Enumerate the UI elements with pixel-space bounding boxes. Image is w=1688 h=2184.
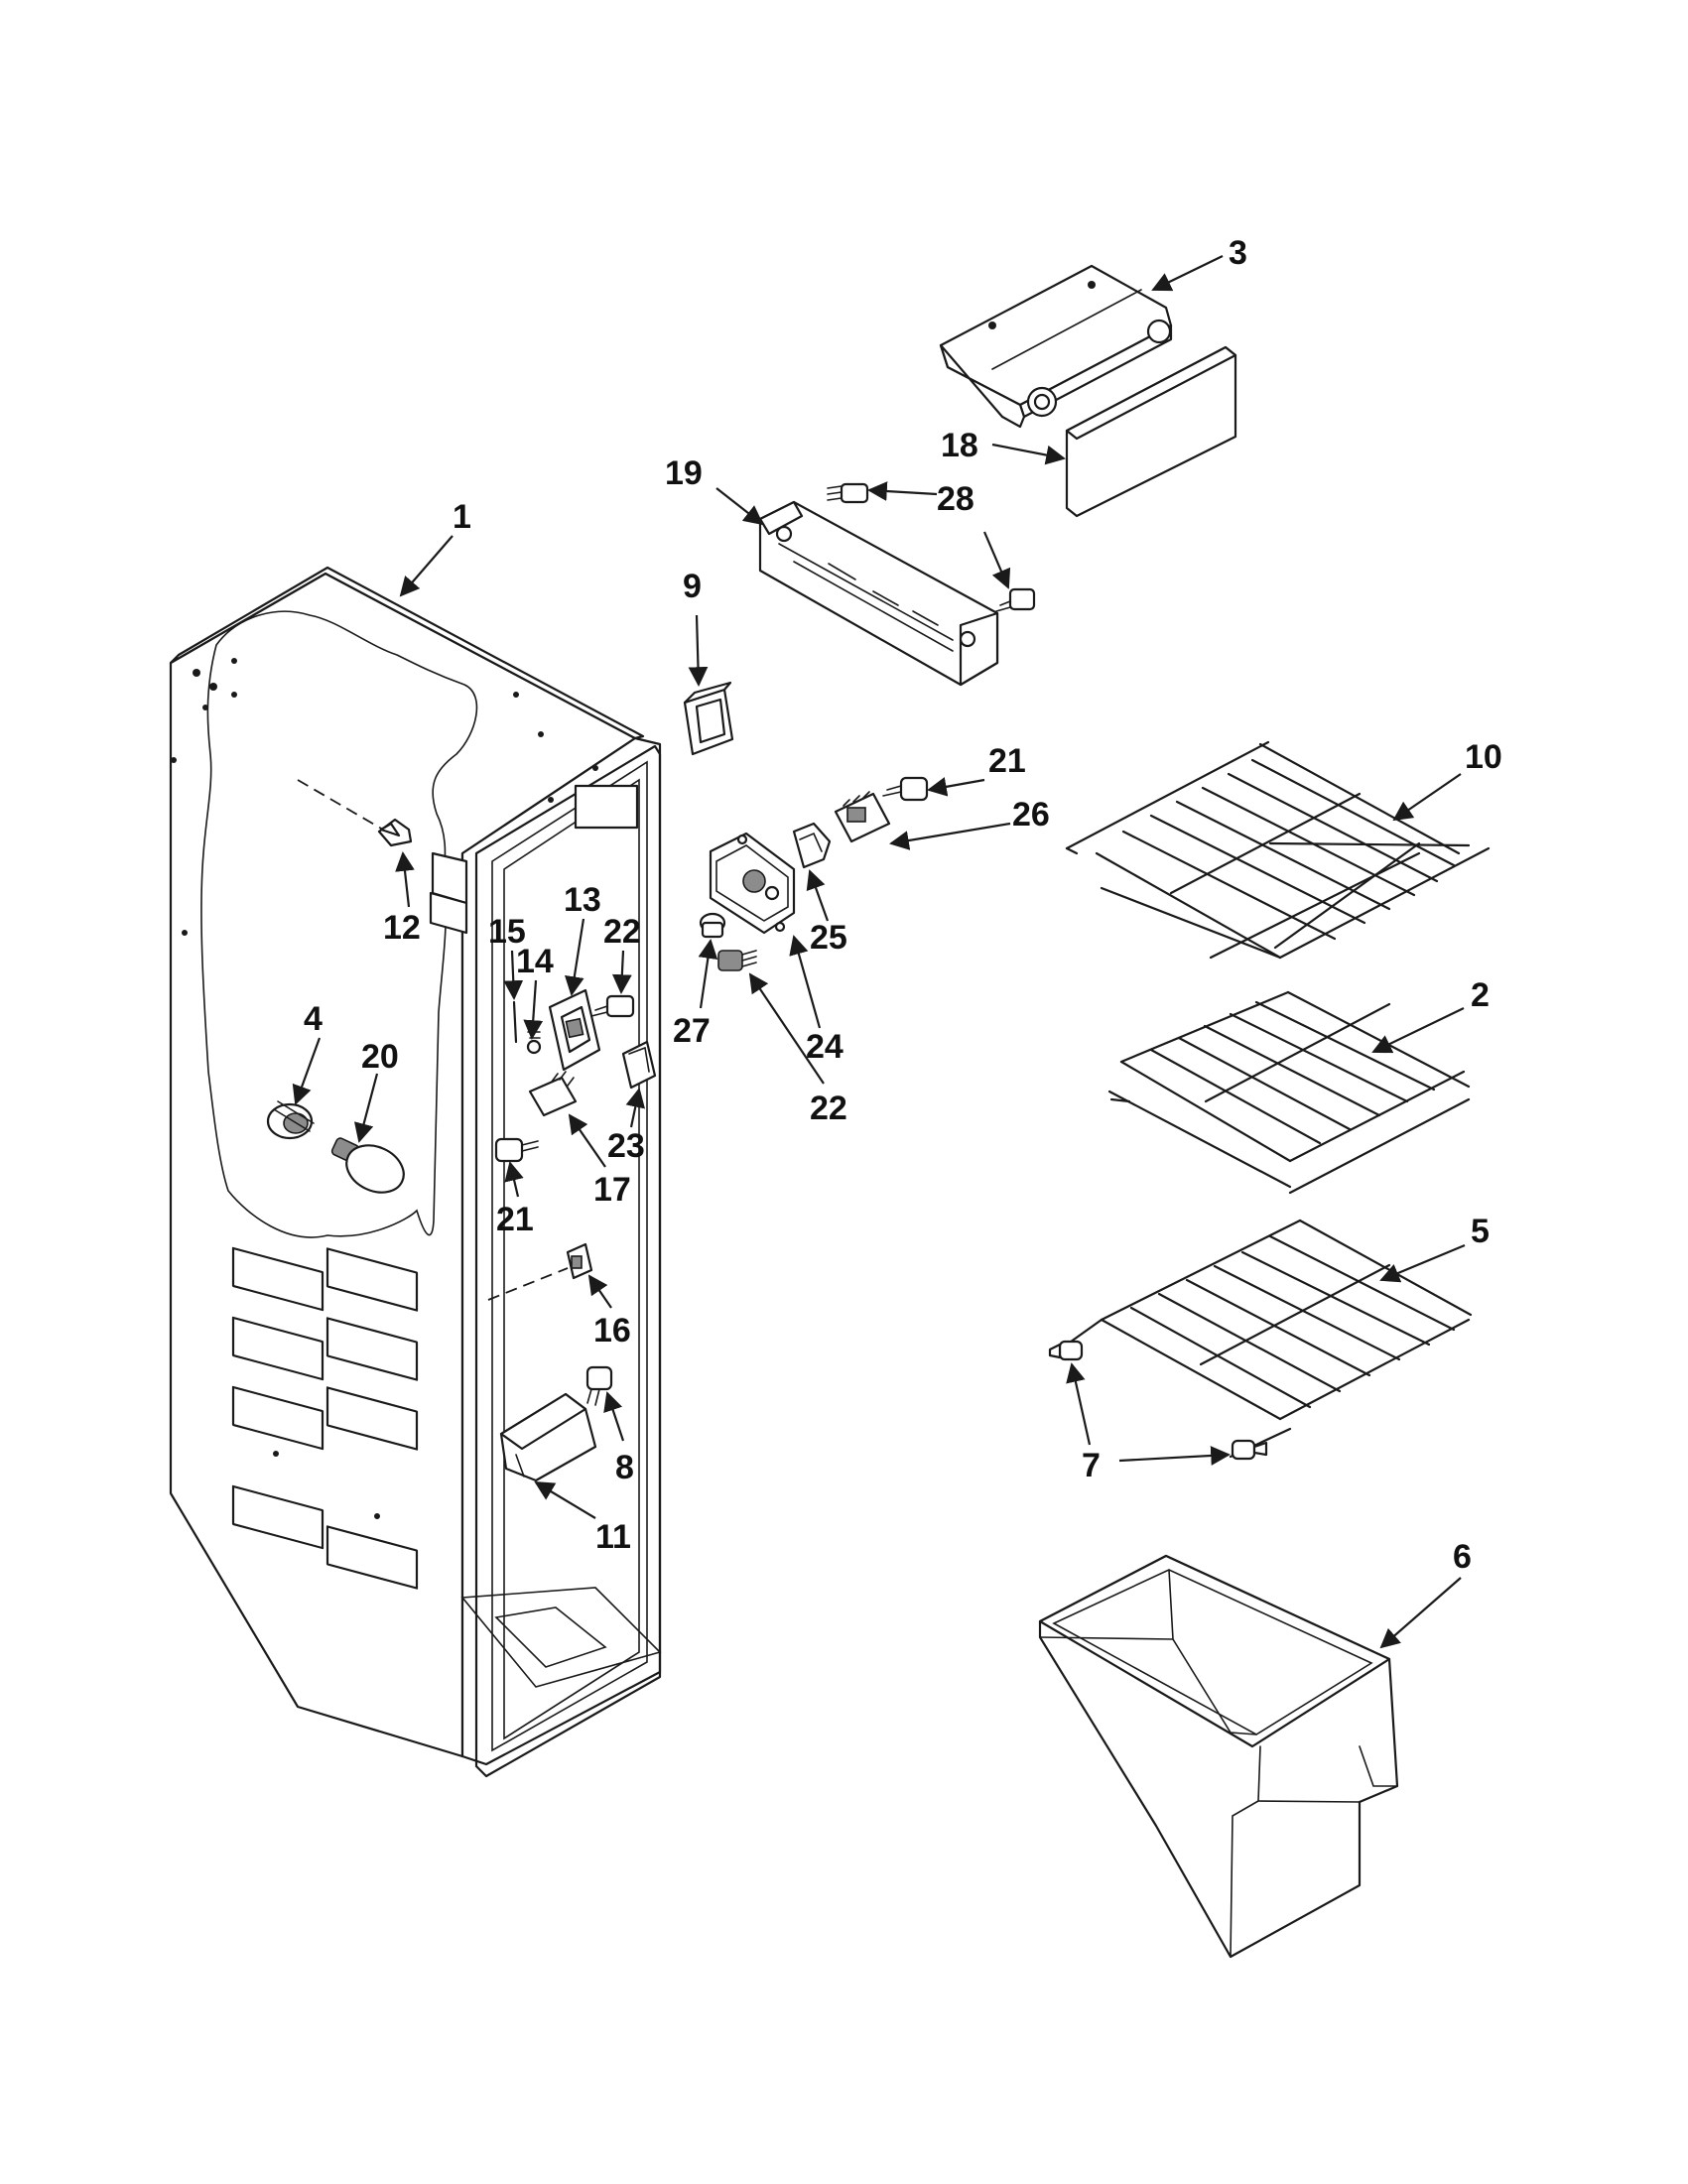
callout-1: 1 <box>453 498 471 536</box>
screw-21a <box>494 1137 539 1163</box>
leader-16 <box>587 1274 612 1309</box>
leader-5 <box>1379 1243 1466 1283</box>
callout-22a: 22 <box>603 913 641 951</box>
leader-14 <box>523 979 544 1040</box>
screw-22a <box>590 994 635 1018</box>
shelf-support-7a <box>1048 1340 1084 1361</box>
bracket-25 <box>792 822 832 869</box>
leader-25 <box>806 869 830 922</box>
liner-cabinet <box>169 566 662 1778</box>
leader-28a <box>867 481 938 501</box>
callout-labels: 1 2 3 4 5 6 7 8 9 10 11 12 13 14 15 16 1… <box>304 234 1502 1576</box>
callout-6: 6 <box>1453 1538 1472 1576</box>
callout-19: 19 <box>665 454 703 492</box>
callout-23: 23 <box>607 1127 645 1165</box>
callout-21b: 21 <box>988 742 1026 780</box>
callout-16: 16 <box>593 1312 631 1349</box>
callout-7: 7 <box>1082 1447 1101 1484</box>
leader-7a <box>1066 1362 1092 1446</box>
shelf-5 <box>1065 1219 1473 1459</box>
screw <box>827 482 869 504</box>
leader-28b <box>982 531 1011 589</box>
screw-21b <box>882 776 929 802</box>
leader-24 <box>789 935 822 1029</box>
screw-8 <box>585 1365 613 1406</box>
leader-27 <box>698 939 718 1009</box>
leader-12 <box>395 851 415 908</box>
leader-21b <box>927 777 985 797</box>
callout-5: 5 <box>1471 1213 1490 1250</box>
clip <box>683 681 734 756</box>
callout-8: 8 <box>615 1449 634 1486</box>
screw <box>995 587 1036 612</box>
knob-27 <box>699 912 726 939</box>
leader-6 <box>1379 1577 1462 1649</box>
leader-26 <box>889 822 1011 850</box>
pin-15 <box>512 1000 518 1044</box>
screw-22b <box>717 950 757 971</box>
control-assembly-24 <box>709 832 796 935</box>
callout-4: 4 <box>304 1000 323 1038</box>
callout-12: 12 <box>383 909 421 947</box>
leader-11 <box>534 1480 596 1519</box>
callout-11: 11 <box>595 1518 631 1556</box>
shelf-10 <box>1065 740 1491 960</box>
leader-20 <box>353 1073 379 1143</box>
callout-20: 20 <box>361 1038 399 1076</box>
leader-4 <box>292 1037 322 1105</box>
callout-3: 3 <box>1229 234 1247 272</box>
leader-19 <box>715 487 764 526</box>
callout-24: 24 <box>806 1028 844 1066</box>
callout-13: 13 <box>564 881 601 919</box>
leader-10 <box>1392 773 1462 822</box>
cover-11 <box>499 1392 597 1482</box>
cover <box>1065 345 1237 518</box>
leader-8 <box>603 1391 625 1442</box>
light-socket <box>266 1100 315 1140</box>
leader-2 <box>1371 1007 1465 1054</box>
board-26 <box>834 791 891 843</box>
leader-9 <box>688 614 709 687</box>
callout-28: 28 <box>937 480 974 518</box>
switch-16 <box>487 1242 593 1301</box>
leader-22a <box>611 950 632 994</box>
shelf-2 <box>1107 990 1471 1195</box>
callout-21a: 21 <box>496 1201 534 1238</box>
leader-18 <box>991 443 1066 465</box>
leader-1 <box>399 535 454 597</box>
callout-25: 25 <box>810 919 847 957</box>
light-bulb <box>330 1137 405 1194</box>
callout-15: 15 <box>488 913 526 951</box>
control-housing <box>758 500 999 687</box>
leader-7b <box>1118 1446 1231 1466</box>
shelf-support-7b <box>1231 1439 1268 1461</box>
callout-10: 10 <box>1465 738 1502 776</box>
leader-3 <box>1151 255 1224 292</box>
callout-27: 27 <box>673 1012 711 1050</box>
leader-23 <box>625 1088 646 1128</box>
leader-17 <box>568 1113 606 1168</box>
light-clip <box>297 779 413 847</box>
callout-22b: 22 <box>810 1090 847 1127</box>
callout-26: 26 <box>1012 796 1050 834</box>
leader-15 <box>503 950 524 1000</box>
screw-pair-28 <box>827 482 1036 612</box>
leader-22b <box>748 972 825 1085</box>
board-17 <box>528 1071 578 1117</box>
callout-18: 18 <box>941 427 978 464</box>
bracket-23 <box>621 1040 657 1090</box>
control-mount <box>548 988 601 1072</box>
leader-13 <box>565 918 585 996</box>
leader-lines <box>292 255 1466 1649</box>
callout-17: 17 <box>593 1171 631 1209</box>
crisper-bin <box>1038 1554 1399 1959</box>
callout-9: 9 <box>683 568 702 605</box>
leader-21a <box>504 1161 524 1198</box>
callout-14: 14 <box>516 943 554 980</box>
callout-2: 2 <box>1471 976 1490 1014</box>
hinge-bracket <box>939 264 1173 429</box>
